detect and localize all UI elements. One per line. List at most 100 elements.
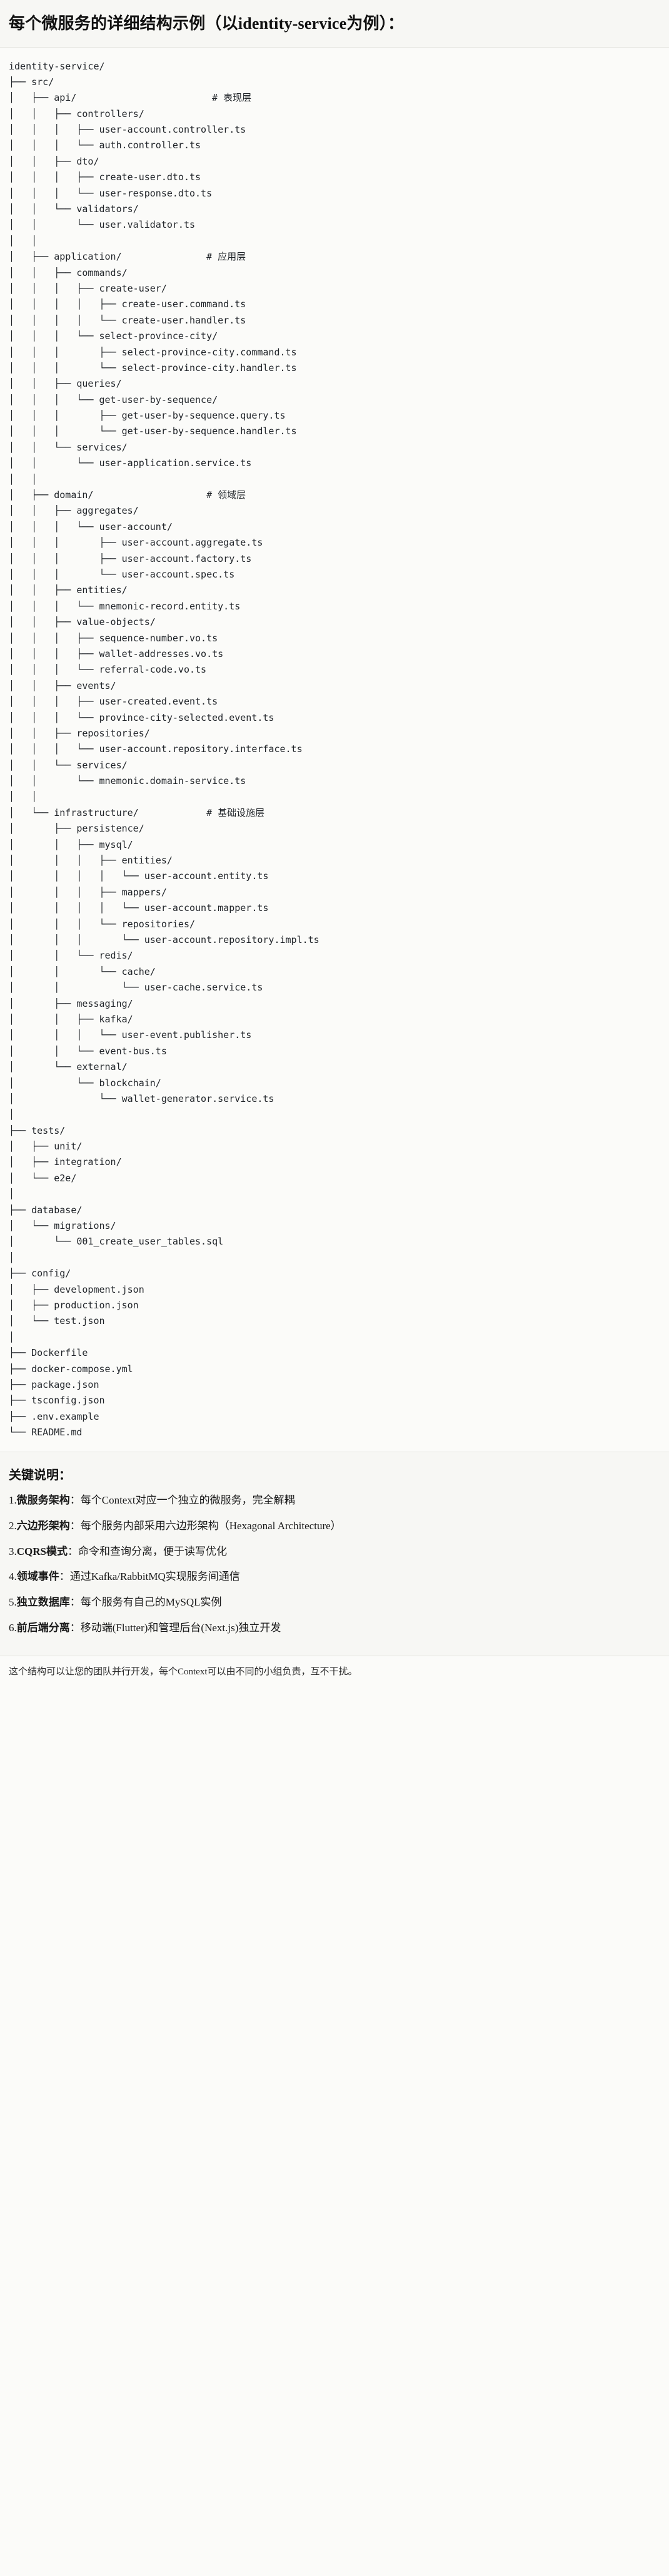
tree-line: │ │ │ └── user-event.publisher.ts	[9, 1029, 252, 1041]
tree-line: │ │ ├── dto/	[9, 155, 99, 167]
tree-line: │ │ └── cache/	[9, 965, 156, 977]
tree-line: │ │ │ │ └── user-account.mapper.ts	[9, 902, 269, 914]
key-note-index: 4.	[9, 1571, 17, 1583]
tree-line: │ │ ├── aggregates/	[9, 505, 139, 517]
tree-line: │ └── test.json	[9, 1315, 105, 1327]
key-note-term: 独立数据库	[16, 1596, 70, 1609]
tree-line: │ │ │ ├── user-created.event.ts	[9, 696, 218, 708]
tree-line: ├── config/	[9, 1268, 71, 1280]
page-title: 每个微服务的详细结构示例（以identity-service为例）：	[9, 14, 405, 33]
tree-line: │ │	[9, 235, 38, 247]
tree-line: │ │ └── validators/	[9, 203, 139, 215]
key-note-item: 3.CQRS模式：命令和查询分离，便于读写优化	[9, 1544, 660, 1560]
tree-line: │ │ │ └── user-account.spec.ts	[9, 569, 235, 580]
tree-line: │ └── infrastructure/ # 基础设施层	[9, 807, 265, 818]
tree-line: │ ├── production.json	[9, 1299, 139, 1311]
tree-line: │ │ │ ├── get-user-by-sequence.query.ts	[9, 410, 286, 422]
tree-line: │ │ │ ├── user-account.controller.ts	[9, 124, 246, 136]
tree-line: │ ├── integration/	[9, 1156, 122, 1168]
key-note-item: 5.独立数据库：每个服务有自己的MySQL实例	[9, 1595, 660, 1611]
key-note-term: 微服务架构	[16, 1494, 70, 1507]
tree-line: │ │ ├── commands/	[9, 267, 128, 278]
tree-line: ├── docker-compose.yml	[9, 1363, 133, 1375]
directory-tree: identity-service/├── src/│ ├── api/ # 表现…	[9, 59, 660, 1441]
tree-line: │ ├── unit/	[9, 1141, 83, 1153]
tree-line: │ │ │ └── province-city-selected.event.t…	[9, 711, 274, 723]
tree-line: │ └── migrations/	[9, 1220, 116, 1232]
tree-line: │ │ └── user-cache.service.ts	[9, 982, 263, 994]
directory-tree-block: identity-service/├── src/│ ├── api/ # 表现…	[0, 47, 669, 1452]
tree-line: ├── package.json	[9, 1378, 99, 1390]
key-note-index: 3.	[9, 1545, 17, 1557]
key-note-index: 1.	[9, 1494, 17, 1507]
tree-line: └── README.md	[9, 1427, 83, 1438]
tree-line: │ │ ├── kafka/	[9, 1013, 133, 1025]
key-note-index: 2.	[9, 1520, 17, 1532]
tree-line: │ ├── api/ # 表现层	[9, 92, 252, 104]
tree-line: │ │ │ └── get-user-by-sequence.handler.t…	[9, 425, 297, 437]
tree-line: │ │ ├── events/	[9, 680, 116, 691]
tree-line: │ └── blockchain/	[9, 1077, 161, 1089]
tree-line: │ │ └── user.validator.ts	[9, 219, 196, 231]
key-note-description: ：命令和查询分离，便于读写优化	[67, 1545, 227, 1557]
tree-line: │ │ │ └── get-user-by-sequence/	[9, 394, 218, 405]
tree-line: │ │ │ └── mnemonic-record.entity.ts	[9, 600, 241, 612]
tree-line: │ ├── domain/ # 领域层	[9, 489, 246, 501]
key-note-item: 4.领域事件：通过Kafka/RabbitMQ实现服务间通信	[9, 1569, 660, 1585]
key-note-item: 1.微服务架构：每个Context对应一个独立的微服务，完全解耦	[9, 1493, 660, 1509]
key-note-term: 六边形架构	[16, 1520, 70, 1532]
tree-line: ├── src/	[9, 76, 54, 88]
closing-section: 这个结构可以让您的团队并行开发，每个Context可以由不同的小组负责，互不干扰…	[0, 1656, 669, 1691]
tree-line: │ │	[9, 473, 38, 485]
key-note-index: 5.	[9, 1596, 17, 1609]
tree-line: │ ├── persistence/	[9, 823, 144, 835]
tree-line: │ │ │ └── user-account/	[9, 521, 173, 532]
tree-line: │ │ │ └── auth.controller.ts	[9, 140, 201, 151]
tree-line: │ │ ├── value-objects/	[9, 616, 156, 628]
key-note-term: 前后端分离	[16, 1621, 70, 1634]
tree-line: │ │ └── event-bus.ts	[9, 1045, 167, 1057]
tree-line: ├── database/	[9, 1204, 83, 1216]
tree-line: │	[9, 1188, 15, 1200]
key-note-term: 领域事件	[16, 1571, 59, 1583]
tree-line: │ ├── application/ # 应用层	[9, 251, 246, 263]
tree-line: ├── tsconfig.json	[9, 1395, 105, 1407]
tree-line: │ └── e2e/	[9, 1172, 77, 1184]
tree-line: │	[9, 1251, 15, 1263]
tree-line: │ │ │ └── repositories/	[9, 918, 196, 930]
tree-line: │ │ ├── mysql/	[9, 838, 133, 850]
tree-line: │ │	[9, 791, 38, 803]
tree-line: │ └── wallet-generator.service.ts	[9, 1092, 274, 1104]
tree-line: ├── tests/	[9, 1124, 66, 1136]
tree-line: │ │ │ └── select-province-city/	[9, 330, 218, 342]
tree-line: │ │ ├── entities/	[9, 584, 128, 596]
tree-line: │ │ │ ├── user-account.aggregate.ts	[9, 537, 263, 549]
tree-line: │ │ │ ├── sequence-number.vo.ts	[9, 632, 218, 644]
tree-line: │ │ ├── repositories/	[9, 727, 150, 739]
key-note-description: ：每个Context对应一个独立的微服务，完全解耦	[69, 1494, 295, 1507]
tree-line: │ │ │ └── user-account.repository.interf…	[9, 743, 303, 755]
tree-line: │ │ │ ├── wallet-addresses.vo.ts	[9, 648, 224, 659]
tree-line: │ │ └── services/	[9, 759, 128, 771]
key-note-item: 6.前后端分离：移动端(Flutter)和管理后台(Next.js)独立开发	[9, 1621, 660, 1636]
key-note-description: ：通过Kafka/RabbitMQ实现服务间通信	[59, 1571, 240, 1583]
tree-line: │ │ │ │ └── create-user.handler.ts	[9, 314, 246, 326]
tree-line: │ │ │ └── select-province-city.handler.t…	[9, 362, 297, 374]
tree-line: │ ├── messaging/	[9, 997, 133, 1009]
tree-line: │ │ │ │ └── user-account.entity.ts	[9, 870, 269, 882]
tree-line: │ │ │ ├── create-user/	[9, 282, 167, 294]
tree-line: │ │ │ ├── create-user.dto.ts	[9, 171, 201, 183]
key-note-description: ：每个服务内部采用六边形架构（Hexagonal Architecture）	[69, 1520, 341, 1532]
tree-line: │ │ │ └── referral-code.vo.ts	[9, 664, 207, 676]
tree-line: ├── Dockerfile	[9, 1347, 88, 1359]
tree-line: │ │ └── redis/	[9, 950, 133, 962]
key-note-term: CQRS模式	[16, 1545, 68, 1557]
tree-line: │ └── 001_create_user_tables.sql	[9, 1236, 224, 1248]
tree-line: │ └── external/	[9, 1061, 128, 1073]
tree-line: │ │ └── user-application.service.ts	[9, 457, 252, 469]
document-header: 每个微服务的详细结构示例（以identity-service为例）：	[0, 0, 669, 48]
tree-line: │ │ │ ├── entities/	[9, 855, 173, 867]
tree-line: │ │ │ └── user-response.dto.ts	[9, 187, 213, 199]
